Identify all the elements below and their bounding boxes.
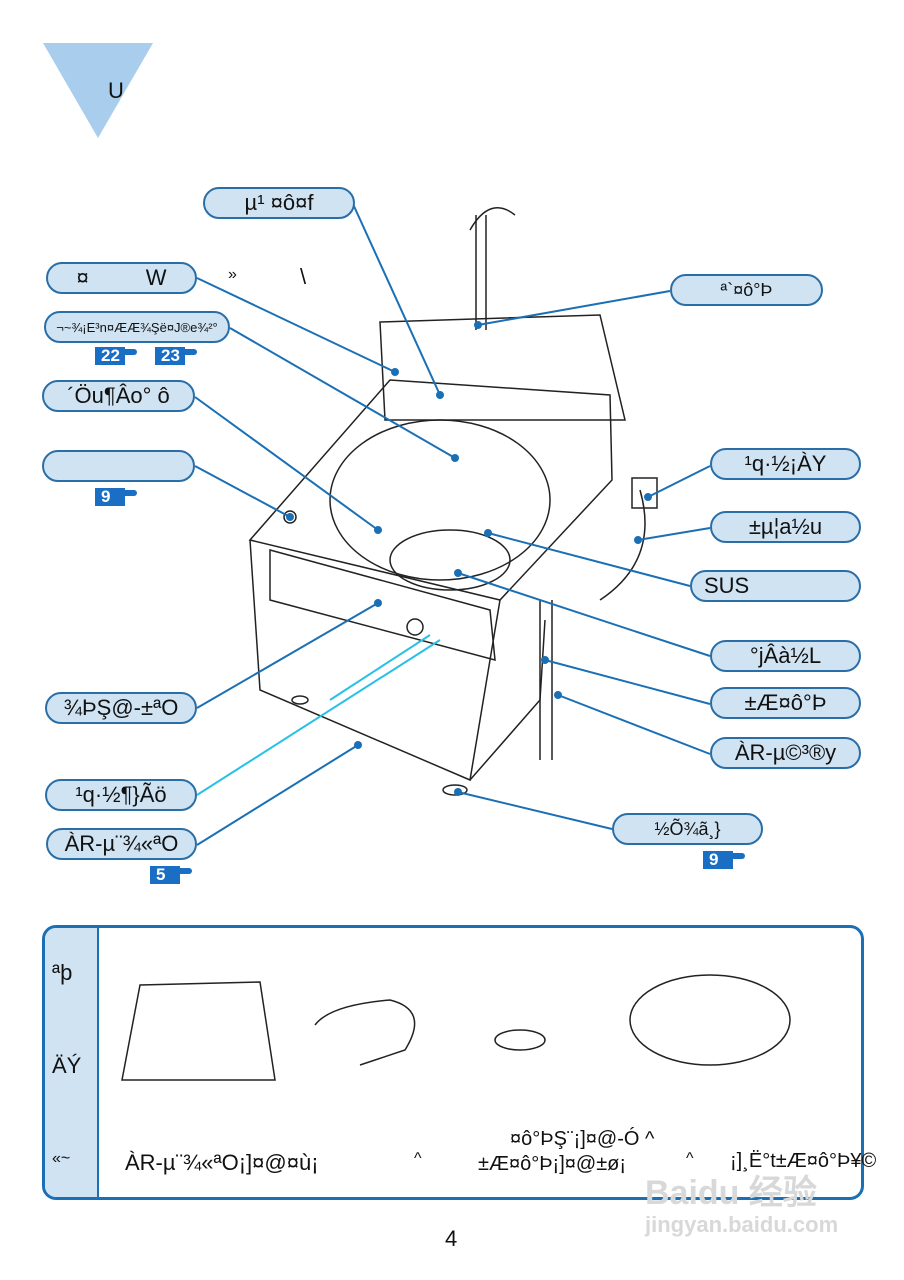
label-control-panel: ¾ÞŞ@-±ªO [45, 692, 197, 724]
accessories-label: «~ [52, 1150, 71, 1167]
label-power-plug: ¹q·½¡ÀY [710, 448, 861, 480]
page-ref-badge: 9 [703, 851, 745, 869]
page-ref-badge: 9 [95, 488, 137, 506]
accessory-item: ^ [686, 1150, 694, 1167]
label-note: » [228, 266, 237, 283]
page-number: 4 [445, 1226, 458, 1251]
label-note-2: \ [300, 264, 307, 289]
label-drain-hose: ±Æ¤ô°Þ [710, 687, 861, 719]
label-rat-cover: ÀR-µ¨¾«ªO [46, 828, 197, 860]
accessory-item: ^ [414, 1150, 422, 1167]
label-lid: ¤W [46, 262, 197, 294]
label-inlet-hose: ª`¤ô°Þ [670, 274, 823, 306]
label-sus: SUS [690, 570, 861, 602]
page-ref-badge: 23 [155, 347, 197, 365]
label-blank [42, 450, 195, 482]
accessory-item: ¤ô°ÞŞ¨¡]¤@-Ó ^ [510, 1128, 655, 1150]
page-ref-badge: 5 [150, 866, 192, 884]
label-base: ÀR-µ©³®y [710, 737, 861, 769]
page-ref-badge: 22 [95, 347, 137, 365]
label-lint-filter: ´Öu¶Âo° ô [42, 380, 195, 412]
accessory-item: ÀR-µ¨¾«ªO¡]¤@¤ù¡ [125, 1150, 319, 1175]
label-water-inlet: µ¹ ¤ô¤f [203, 187, 355, 219]
accessories-label: ªþ [52, 960, 73, 985]
label-lid-b: W [145, 265, 167, 290]
watermark-logo: Baidu 经验 [645, 1174, 817, 1212]
label-lid-a: ¤ [76, 265, 89, 290]
label-power-switch: ¹q·½¶}Ãö [45, 779, 197, 811]
section-triangle [43, 43, 153, 138]
accessories-label: ÄÝ [52, 1053, 82, 1078]
accessories-header-column [45, 928, 99, 1197]
label-pulsator: °jÂà½L [710, 640, 861, 672]
label-adjust-foot: ½Õ¾ã¸} [612, 813, 763, 845]
label-detergent-box: ¬~¾¡E³n¤ÆÆ¾Şë¤J®e¾²° [44, 311, 230, 343]
accessories-box [42, 925, 864, 1200]
accessory-item: ±Æ¤ô°Þ¡]¤@±ø¡ [478, 1153, 627, 1175]
label-ground-wire: ±µ¦a½u [710, 511, 861, 543]
section-marker: U [108, 78, 124, 103]
watermark-url: jingyan.baidu.com [645, 1212, 839, 1237]
accessory-item: ¡]¸Ë°t±Æ¤ô°Þ¥© [730, 1150, 877, 1172]
